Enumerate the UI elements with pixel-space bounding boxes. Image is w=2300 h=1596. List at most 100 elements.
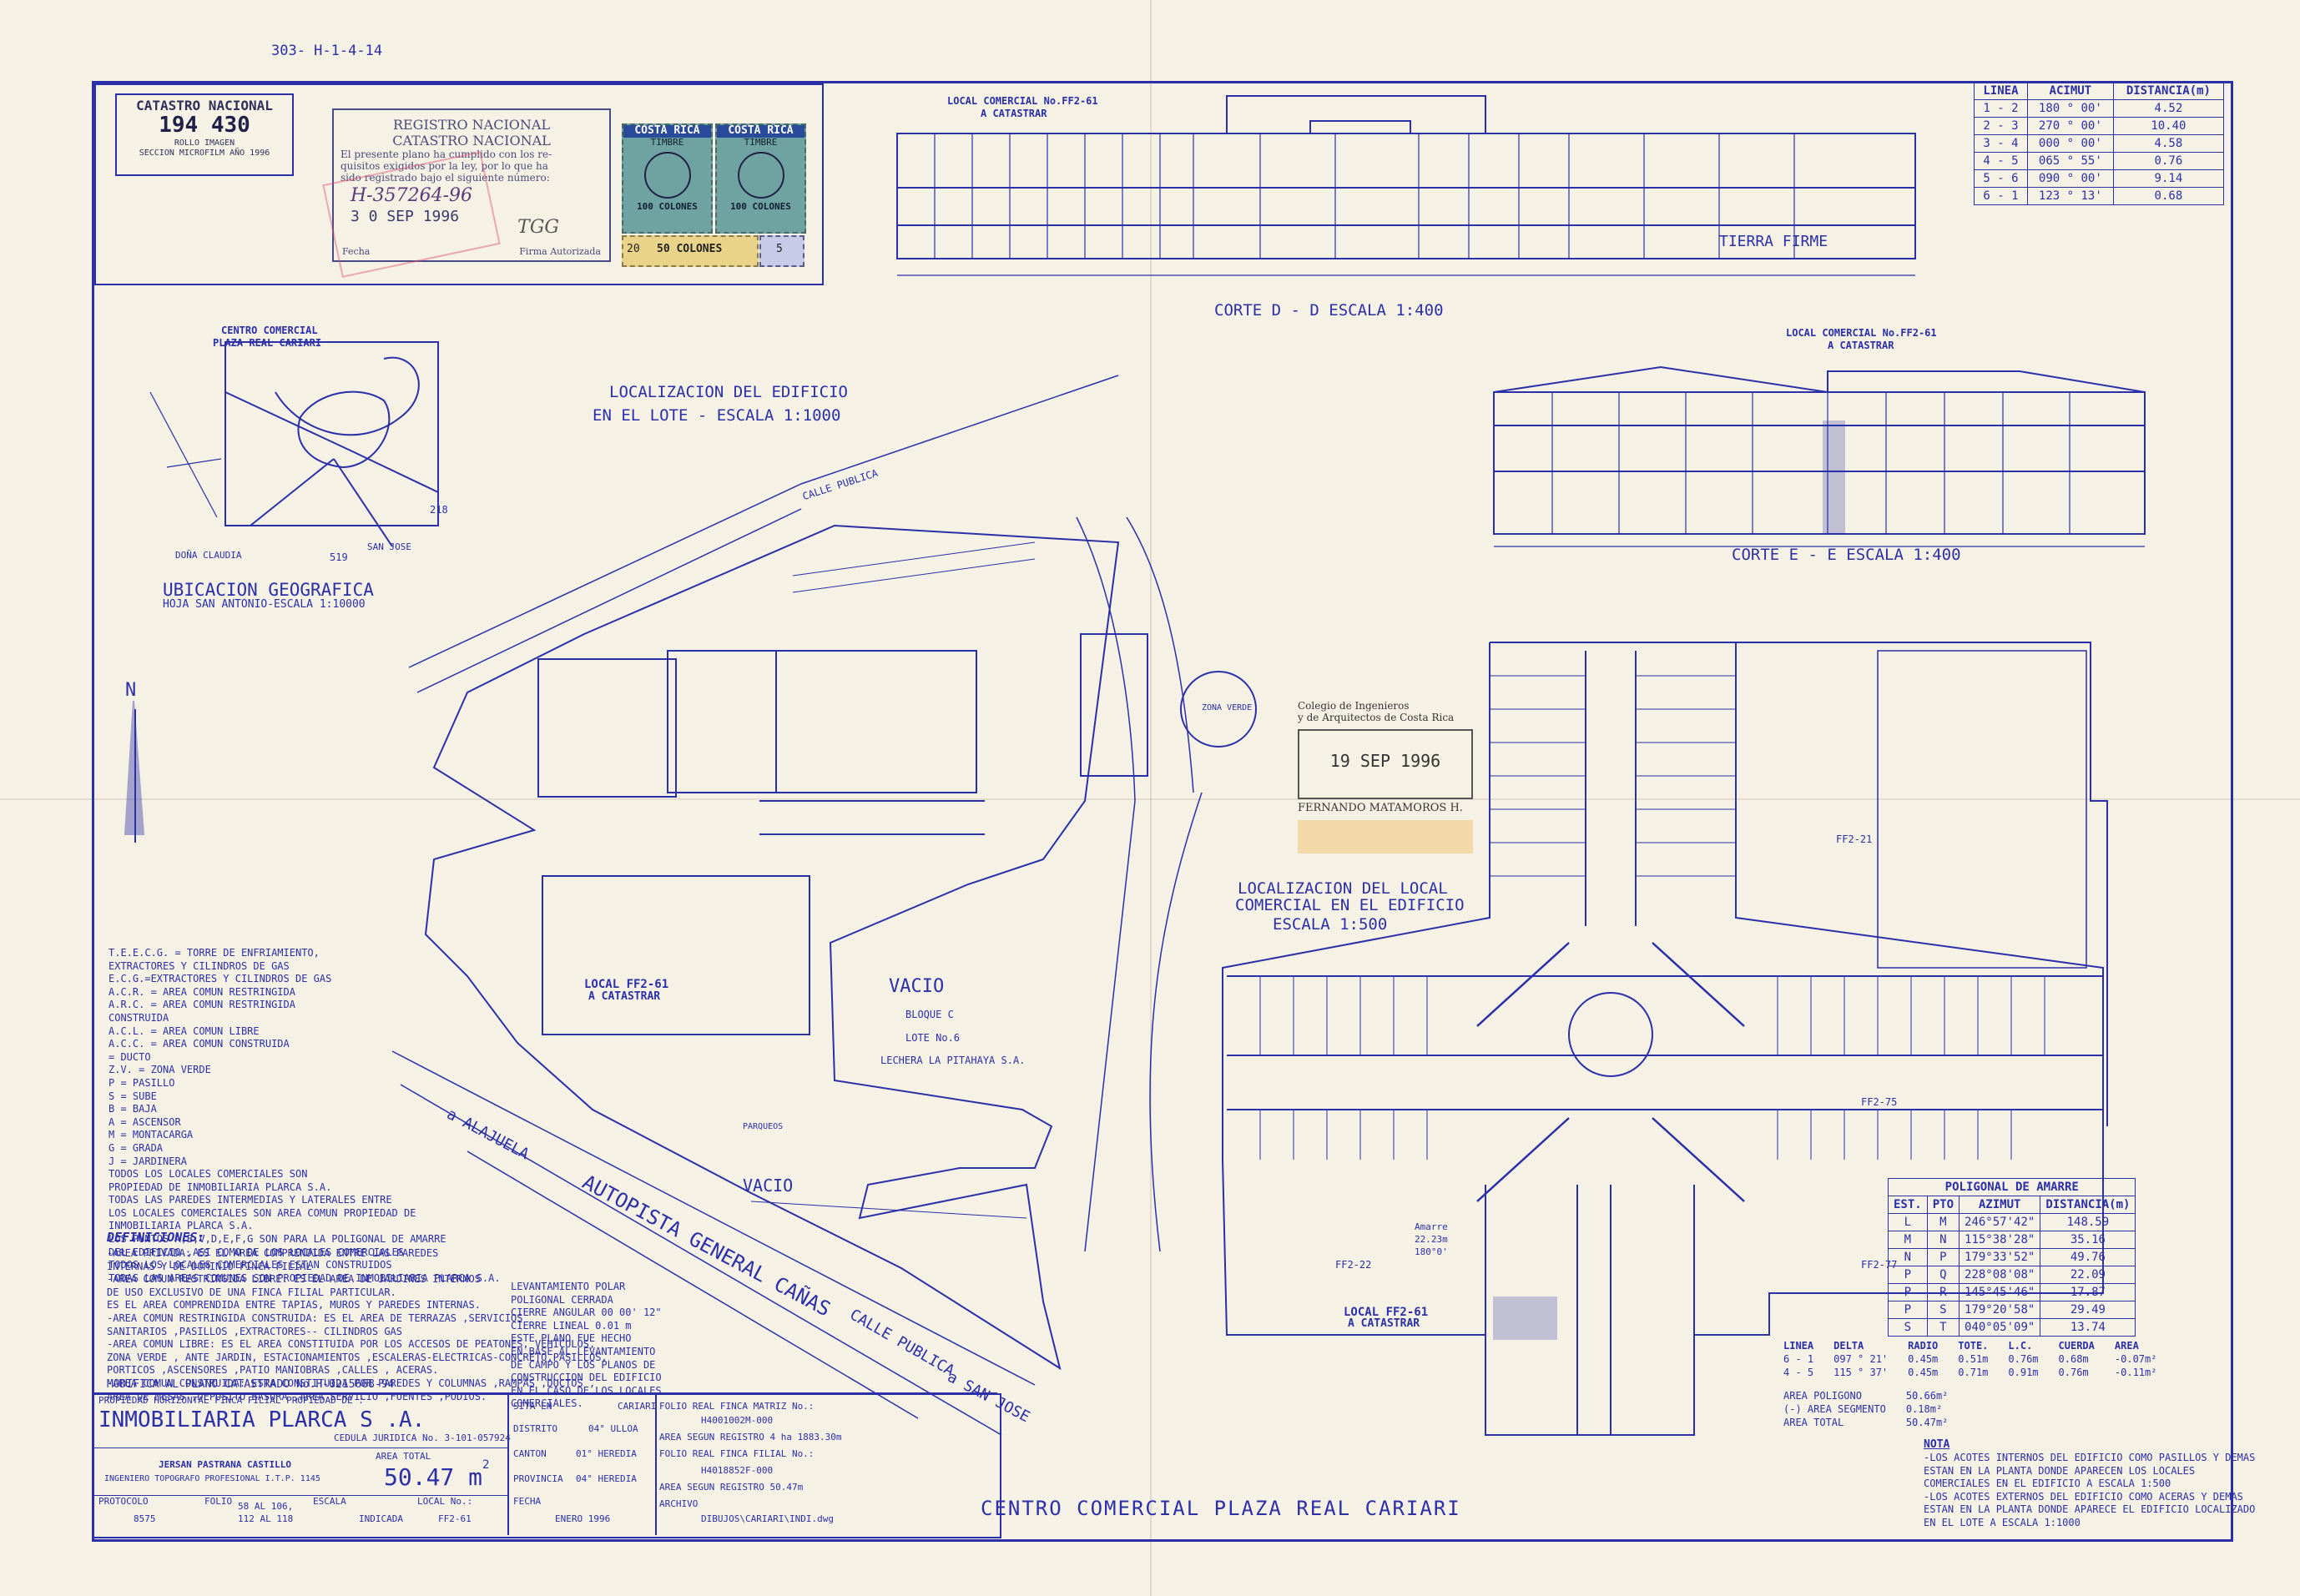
title-sita-label: SITA EN <box>513 1401 552 1412</box>
poligonal-cell: 148.59 <box>2040 1213 2136 1231</box>
survey-note-item: EN BASE AL LEVANTAMIENTO <box>511 1345 656 1357</box>
registro-number: H-357264-96 <box>351 185 473 206</box>
top-reference: 303- H-1-4-14 <box>271 43 383 59</box>
legend-item: LOS LOCALES COMERCIALES SON AREA COMUN P… <box>108 1206 416 1219</box>
curve-cell: 4 - 5 <box>1783 1367 1814 1378</box>
site-zona-verde: ZONA VERDE <box>1202 703 1253 712</box>
poligonal-cell: 22.09 <box>2040 1266 2136 1284</box>
revenue-stamp-4: 5 <box>759 235 804 267</box>
azimut-header-cell: DISTANCIA(m) <box>2112 82 2225 100</box>
azimut-header-cell: ACIMUT <box>2026 82 2114 100</box>
curve-cell: 0.76m <box>2058 1367 2089 1378</box>
registro-title2: CATASTRO NACIONAL <box>392 133 551 149</box>
definition-item: -AREA COMUN LIBRE: ES EL AREA CONSTITUID… <box>107 1338 596 1351</box>
curve-header-cell: L.C. <box>2008 1340 2033 1352</box>
title-fecha: ENERO 1996 <box>555 1513 611 1524</box>
stamp3-small: 20 <box>627 243 640 255</box>
site-plan-title1: LOCALIZACION DEL EDIFICIO <box>609 383 848 401</box>
legend-item: T.E.E.C.G. = TORRE DE ENFRIAMIENTO, <box>108 947 320 959</box>
note-item: ESTAN EN LA PLANTA DONDE APARECEN LOS LO… <box>1924 1464 2196 1477</box>
note-item: ESTAN EN LA PLANTA DONDE APARECE EL EDIF… <box>1924 1503 2256 1516</box>
poligonal-cell: S <box>1926 1301 1960 1319</box>
note-list: -LOS ACOTES INTERNOS DEL EDIFICIO COMO P… <box>1924 1452 2255 1530</box>
poligonal-cell: Q <box>1926 1266 1960 1284</box>
survey-note-item: CIERRE LINEAL 0.01 m <box>511 1319 632 1332</box>
legend-item: A.C.R. = AREA COMUN RESTRINGIDA <box>108 985 295 998</box>
legend-item: TODOS LOS LOCALES COMERCIALES SON <box>108 1168 308 1181</box>
poligonal-cell: T <box>1926 1318 1960 1337</box>
title-local: FF2-61 <box>438 1513 472 1524</box>
legend-item: A.C.L. = AREA COMUN LIBRE <box>108 1025 260 1037</box>
legend-item: LOS PUNTOS A,B,V,D,E,F,G SON PARA LA POL… <box>108 1233 446 1246</box>
curve-cell: 115 ° 37' <box>1833 1367 1889 1378</box>
definition-item: -AREA COMUN RESTRINGIDA CONSTRUIDA: ES E… <box>107 1312 523 1324</box>
section-dd-local-sub: A CATASTRAR <box>981 108 1047 119</box>
azimut-cell: 2 - 3 <box>1974 117 2028 135</box>
legend-list: T.E.E.C.G. = TORRE DE ENFRIAMIENTO, EXTR… <box>108 947 501 1285</box>
poligonal-cell: 040°05'09" <box>1959 1318 2041 1337</box>
definition-item: -AREA PRIVADA: ES EL AREA COMPRENDIDA EN… <box>107 1247 439 1259</box>
building-ff275: FF2-75 <box>1861 1096 1898 1108</box>
poligonal-cell: R <box>1926 1283 1960 1301</box>
legend-item: EXTRACTORES Y CILINDROS DE GAS <box>108 959 290 972</box>
definition-item: DE USO EXCLUSIVO DE UNA FINCA FILIAL PAR… <box>107 1286 396 1298</box>
legend-item: TODOS LOS LOCALES COMERCIALES ESTAN CONS… <box>108 1259 392 1271</box>
poligonal-header-cell: PTO <box>1926 1196 1960 1214</box>
stamp2-type: TIMBRE <box>744 136 778 148</box>
registro-firma-label: Firma Autorizada <box>519 246 601 257</box>
poligonal-cell: 35.16 <box>2040 1231 2136 1249</box>
section-dd-drawing <box>896 95 1916 276</box>
definition-item: ZONA VERDE , ANTE JARDIN, ESTACIONAMIENT… <box>107 1351 608 1363</box>
poligonal-cell: 13.74 <box>2040 1318 2136 1337</box>
title-area-matriz: AREA SEGUN REGISTRO 4 ha 1883.30m <box>659 1432 842 1442</box>
site-local-label: LOCAL FF2-61 <box>584 978 669 991</box>
legend-item: J = JARDINERA <box>108 1155 187 1167</box>
title-prop-label: PROPIEDAD HORIZONTAL FINCA FILIAL PROPIE… <box>98 1395 364 1406</box>
survey-note-item: DE CAMPO Y LOS PLANOS DE <box>511 1358 656 1371</box>
registro-body2: quisitos exigidos por la ley, por lo que… <box>340 160 548 172</box>
title-folio-matriz-label: FOLIO REAL FINCA MATRIZ No.: <box>659 1401 815 1412</box>
section-dd-local-label: LOCAL COMERCIAL No.FF2-61 <box>947 95 1098 107</box>
location-center-label1: CENTRO COMERCIAL <box>221 325 318 336</box>
azimut-cell: 090 ° 00' <box>2026 169 2114 188</box>
survey-note-item: POLIGONAL CERRADA <box>511 1293 613 1306</box>
title-folio-filial: H4018852F-000 <box>701 1465 774 1476</box>
legend-item: PROPIEDAD DE INMOBILIARIA PLARCA S.A. <box>108 1181 332 1193</box>
azimut-cell: 270 ° 00' <box>2026 117 2114 135</box>
curve-cell: 0.91m <box>2008 1367 2039 1378</box>
registro-initials: TGG <box>517 217 559 238</box>
location-map <box>149 341 439 547</box>
building-ff222: FF2-22 <box>1335 1259 1372 1271</box>
building-ff221: FF2-21 <box>1836 833 1873 845</box>
colegio-name: FERNANDO MATAMOROS H. <box>1298 801 1463 814</box>
colegio-line1: Colegio de Ingenieros <box>1298 700 1410 712</box>
section-dd-ground: TIERRA FIRME <box>1719 233 1828 250</box>
poligonal-cell: N <box>1888 1248 1928 1266</box>
legend-item: P = PASILLO <box>108 1076 175 1089</box>
note-title: NOTA <box>1924 1438 1950 1451</box>
site-bloque: BLOQUE C <box>905 1009 954 1020</box>
legend-item: TODAS LAS AREAS COMUNES SON PROPIEDAD DE… <box>108 1271 501 1284</box>
stamp3-value: 50 COLONES <box>657 243 723 255</box>
legend-item: G = GRADA <box>108 1141 164 1154</box>
poligonal-cell: S <box>1888 1318 1928 1337</box>
curve-header-cell: TOTE. <box>1958 1340 1989 1352</box>
revenue-stamp-3: 20 50 COLONES <box>622 235 759 267</box>
legend-item: B = BAJA <box>108 1103 157 1115</box>
poligonal-header-cell: AZIMUT <box>1959 1196 2041 1214</box>
paper-fold <box>1150 0 1152 1596</box>
stamp2-value: 100 COLONES <box>730 200 791 212</box>
registro-fecha-label: Fecha <box>342 246 371 257</box>
registro-title1: REGISTRO NACIONAL <box>392 117 551 133</box>
building-amarre: Amarre <box>1415 1221 1448 1232</box>
site-plan-title2: EN EL LOTE - ESCALA 1:1000 <box>593 406 841 425</box>
